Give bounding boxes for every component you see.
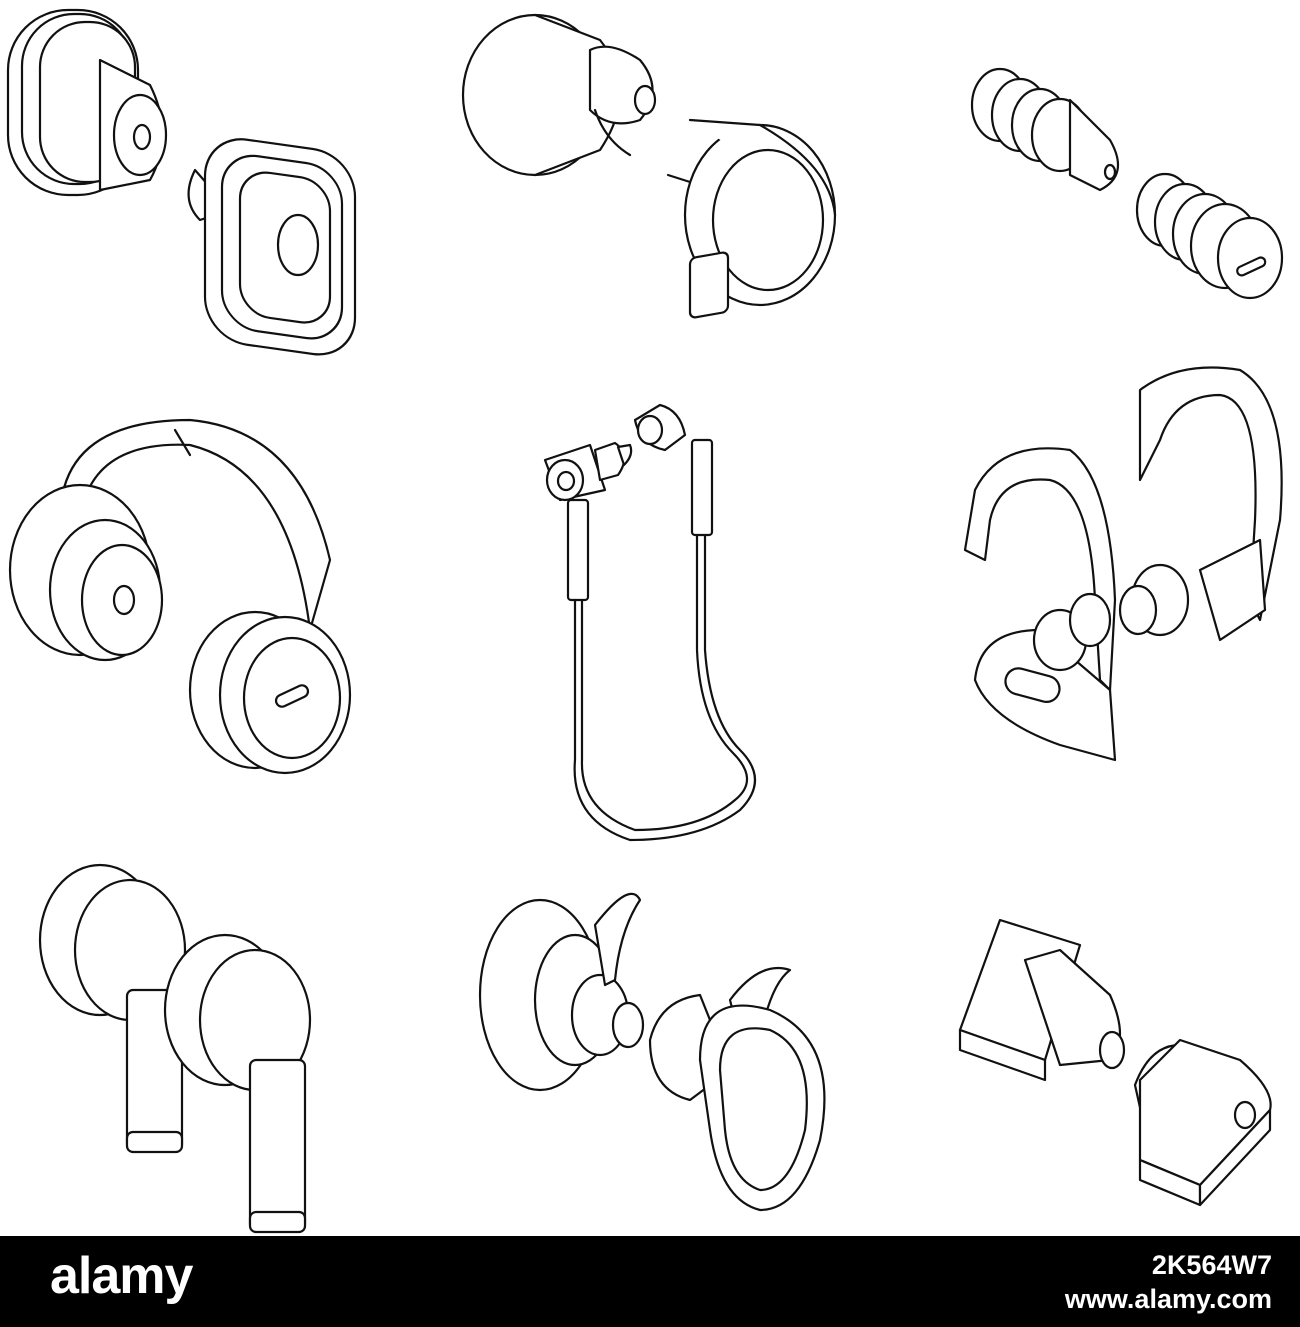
earbuds-with-fins-icon <box>461 13 837 307</box>
triangular-earbuds-icon <box>958 918 1272 1207</box>
wired-neckband-earphones-icon <box>543 251 756 842</box>
image-meta: 2K564W7 www.alamy.com <box>1065 1248 1272 1316</box>
watermark-bar: alamy 2K564W7 www.alamy.com <box>0 1236 1300 1327</box>
site-url-label: www.alamy.com <box>1064 1284 1272 1314</box>
image-id-label: 2K564W7 <box>1151 1250 1272 1280</box>
icon-set-illustration <box>6 8 1284 1234</box>
sport-wing-earbuds-icon <box>478 892 826 1212</box>
over-ear-headphones-icon <box>8 418 352 775</box>
round-earbuds-icon <box>6 8 357 356</box>
stem-earbuds-icon <box>38 863 312 1234</box>
brand-logo: alamy <box>50 1247 193 1305</box>
ridged-earplugs-icon <box>970 67 1284 300</box>
sport-ear-hook-earbuds-icon <box>963 366 1283 762</box>
